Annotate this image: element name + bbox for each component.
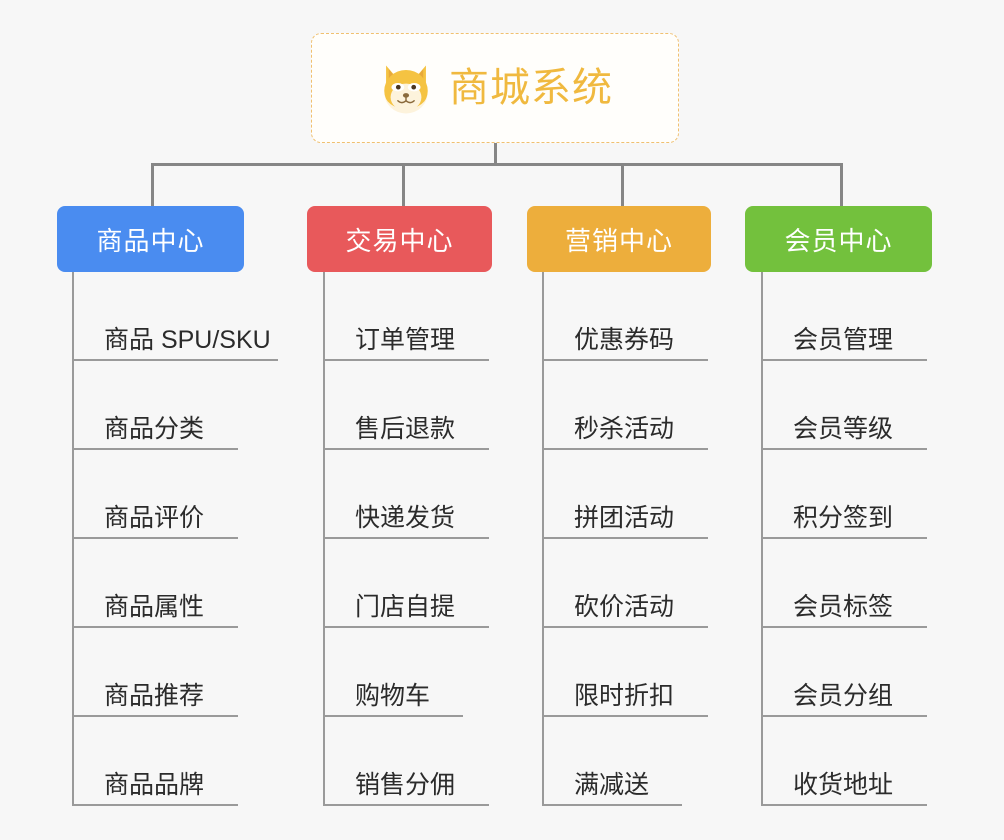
- root-title: 商城系统: [449, 66, 613, 110]
- list-item[interactable]: 商品推荐: [72, 628, 238, 717]
- list-item[interactable]: 商品属性: [72, 539, 238, 628]
- list-item[interactable]: 商品评价: [72, 450, 238, 539]
- list-item[interactable]: 商品分类: [72, 361, 238, 450]
- list-item[interactable]: 收货地址: [761, 717, 927, 806]
- category-box-product[interactable]: 商品中心: [57, 206, 244, 272]
- list-item[interactable]: 会员分组: [761, 628, 927, 717]
- list-item-label: 会员标签: [793, 593, 894, 622]
- list-item-label: 销售分佣: [355, 771, 456, 800]
- root-node[interactable]: 商城系统: [311, 33, 679, 143]
- list-item[interactable]: 满减送: [542, 717, 682, 806]
- list-item[interactable]: 优惠券码: [542, 272, 708, 361]
- category-box-trade[interactable]: 交易中心: [307, 206, 492, 272]
- list-item[interactable]: 砍价活动: [542, 539, 708, 628]
- list-item-label: 积分签到: [793, 504, 894, 533]
- item-list-member: 会员管理会员等级积分签到会员标签会员分组收货地址: [761, 272, 927, 806]
- list-item-label: 商品属性: [104, 593, 205, 622]
- list-item[interactable]: 购物车: [323, 628, 463, 717]
- drop-member: [840, 163, 843, 206]
- column-spine: [761, 272, 763, 806]
- list-item[interactable]: 快递发货: [323, 450, 489, 539]
- list-item-label: 会员分组: [793, 682, 894, 711]
- list-item-label: 会员管理: [793, 326, 894, 355]
- list-item-label: 门店自提: [355, 593, 456, 622]
- list-item-label: 砍价活动: [574, 593, 675, 622]
- item-list-marketing: 优惠券码秒杀活动拼团活动砍价活动限时折扣满减送: [542, 272, 708, 806]
- list-item[interactable]: 销售分佣: [323, 717, 489, 806]
- list-item-label: 优惠券码: [574, 326, 675, 355]
- list-item[interactable]: 商品 SPU/SKU: [72, 272, 278, 361]
- list-item-label: 商品 SPU/SKU: [104, 326, 271, 355]
- list-item-label: 商品推荐: [104, 682, 205, 711]
- category-title: 会员中心: [784, 225, 893, 256]
- list-item-label: 拼团活动: [574, 504, 675, 533]
- list-item[interactable]: 订单管理: [323, 272, 489, 361]
- list-item-label: 限时折扣: [574, 682, 675, 711]
- list-item-label: 售后退款: [355, 415, 456, 444]
- item-list-product: 商品 SPU/SKU 商品分类商品评价商品属性商品推荐商品品牌: [72, 272, 278, 806]
- category-title: 商品中心: [96, 225, 205, 256]
- list-item-label: 快递发货: [355, 504, 456, 533]
- list-item-label: 商品品牌: [104, 771, 205, 800]
- list-item-label: 订单管理: [355, 326, 456, 355]
- list-item[interactable]: 会员标签: [761, 539, 927, 628]
- root-stem: [494, 143, 497, 166]
- drop-product: [151, 163, 154, 206]
- category-box-member[interactable]: 会员中心: [745, 206, 932, 272]
- column-spine: [72, 272, 74, 806]
- column-spine: [323, 272, 325, 806]
- shiba-dog-icon: [377, 60, 435, 118]
- list-item[interactable]: 售后退款: [323, 361, 489, 450]
- category-title: 交易中心: [345, 225, 454, 256]
- list-item[interactable]: 商品品牌: [72, 717, 238, 806]
- list-item-label: 秒杀活动: [574, 415, 675, 444]
- list-item[interactable]: 限时折扣: [542, 628, 708, 717]
- list-item[interactable]: 门店自提: [323, 539, 489, 628]
- list-item-label: 商品评价: [104, 504, 205, 533]
- list-item-label: 会员等级: [793, 415, 894, 444]
- list-item-label: 满减送: [574, 771, 650, 800]
- list-item-label: 收货地址: [793, 771, 894, 800]
- list-item-label: 商品分类: [104, 415, 205, 444]
- list-item[interactable]: 积分签到: [761, 450, 927, 539]
- category-title: 营销中心: [564, 225, 673, 256]
- category-box-marketing[interactable]: 营销中心: [527, 206, 711, 272]
- list-item[interactable]: 拼团活动: [542, 450, 708, 539]
- drop-marketing: [621, 163, 624, 206]
- list-item-label: 购物车: [355, 682, 431, 711]
- list-item[interactable]: 会员等级: [761, 361, 927, 450]
- list-item[interactable]: 会员管理: [761, 272, 927, 361]
- horizontal-bus: [151, 163, 840, 166]
- column-spine: [542, 272, 544, 806]
- list-item[interactable]: 秒杀活动: [542, 361, 708, 450]
- item-list-trade: 订单管理售后退款快递发货门店自提购物车销售分佣: [323, 272, 489, 806]
- drop-trade: [402, 163, 405, 206]
